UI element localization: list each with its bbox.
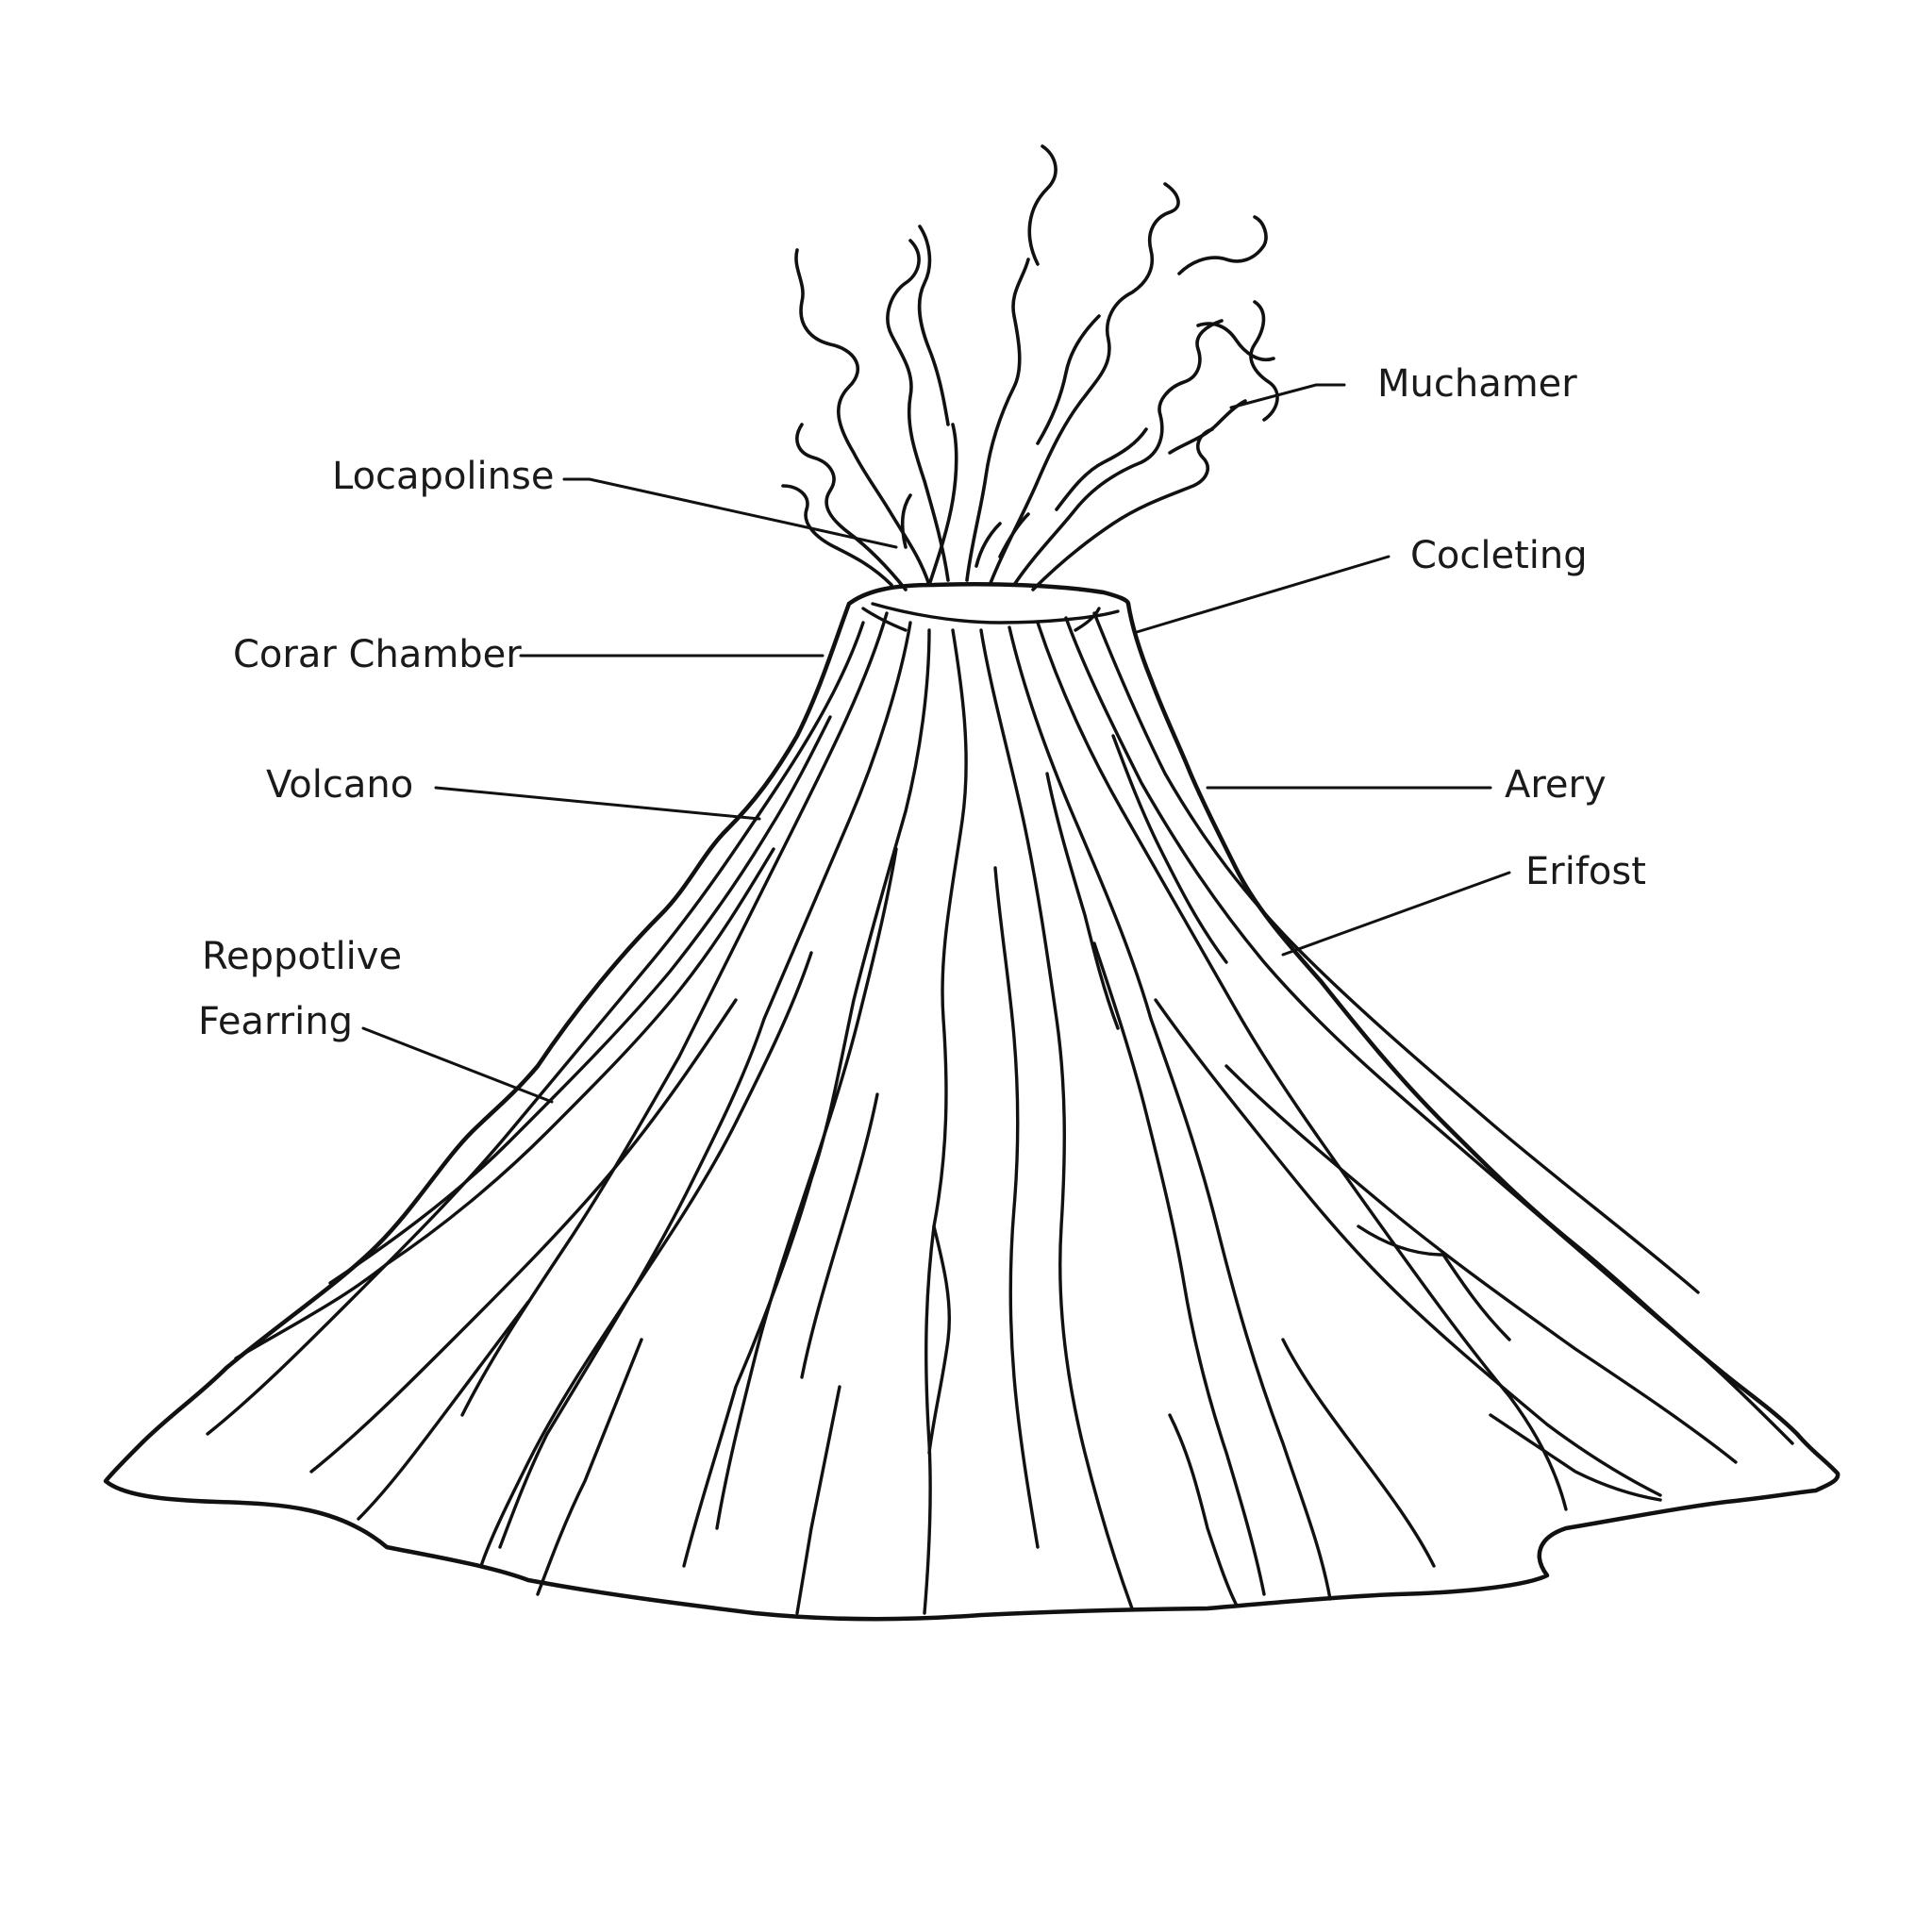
ridge-line (979, 628, 1134, 1610)
label-arery: Arery (1505, 763, 1607, 807)
leader-line-volcano (434, 786, 761, 821)
label-locapolinse: Locapolinse (332, 455, 554, 498)
ridge-line (1168, 1413, 1238, 1606)
volcano-outline (103, 601, 1840, 1622)
smoke-wisp (965, 258, 1030, 582)
leader-line-locapolinse (562, 477, 898, 549)
smoke-wisp (1012, 319, 1224, 587)
label-corar-chamber: Corar Chamber (233, 633, 522, 676)
smoke-wisp (1036, 314, 1101, 445)
label-cocleting: Cocleting (1410, 534, 1588, 577)
ridge-line (1045, 772, 1120, 1030)
smoke-wisp (794, 248, 931, 587)
leader-line-erifost (1281, 871, 1511, 957)
leader-line-muchamer (1229, 383, 1346, 409)
smoke-wisp (781, 484, 893, 587)
ridge-line (1064, 616, 1794, 1445)
smoke-wisp (1027, 144, 1058, 266)
smoke-wisp (989, 182, 1180, 585)
ridge-line (715, 847, 898, 1530)
label-muchamer: Muchamer (1377, 362, 1577, 406)
ridge-line (536, 1338, 643, 1596)
smoke-wisp (1055, 427, 1148, 511)
smoke-wisp (1177, 215, 1268, 275)
ridge-line (479, 951, 813, 1568)
ridge-line (800, 1092, 879, 1379)
smoke-wisp (795, 423, 908, 591)
label-volcano: Volcano (266, 763, 413, 807)
smoke-wisp (1168, 399, 1247, 455)
smoke-plume (781, 144, 1279, 591)
ridge-line (1489, 1413, 1662, 1502)
ridge-line (1154, 998, 1662, 1497)
ridge-line (682, 628, 931, 1568)
ridge-line (460, 611, 889, 1417)
smoke-wisp (998, 512, 1030, 558)
smoke-wisp (886, 239, 950, 582)
ridge-line (993, 866, 1040, 1549)
smoke-wisp (1249, 300, 1279, 422)
leader-line-cocleting (1135, 555, 1391, 634)
ridge-line (1111, 734, 1228, 964)
label-fearring: Fearring (198, 1000, 353, 1043)
ridge-line (1092, 611, 1700, 1294)
smoke-wisp (927, 423, 958, 587)
smoke-wisp (917, 225, 950, 426)
leader-lines (361, 383, 1511, 1104)
ridge-line (1357, 1224, 1511, 1341)
volcano-cone (103, 582, 1840, 1622)
ridge-line (923, 628, 968, 1615)
smoke-wisp (974, 522, 1002, 568)
ridge-line (795, 1385, 841, 1615)
leader-line-fearring (361, 1026, 554, 1104)
smoke-wisp (1196, 322, 1275, 361)
slope-ridges (206, 611, 1794, 1615)
ridge-line (1092, 941, 1266, 1596)
labels: Muchamer Locapolinse Cocleting Corar Cha… (198, 362, 1646, 1043)
ridge-line (309, 998, 738, 1474)
ridge-line (1281, 1338, 1436, 1568)
crater-inner-lip (871, 602, 1120, 625)
ridge-line (206, 621, 865, 1436)
ridge-line (1036, 621, 1568, 1511)
label-erifost: Erifost (1525, 850, 1646, 893)
ridge-line (357, 1300, 530, 1521)
label-reppotlive: Reppotlive (202, 935, 402, 978)
ridge-line (328, 715, 832, 1285)
ridge-line (927, 1224, 952, 1455)
crater-lip-mark (1074, 607, 1101, 632)
crater-rim (846, 582, 1131, 607)
smoke-wisp (900, 493, 912, 549)
ridge-line (1008, 625, 1332, 1601)
smoke-wisp (1031, 427, 1214, 591)
ridge-line (498, 621, 912, 1549)
ridge-line (1224, 1064, 1738, 1464)
ridge-line (234, 847, 775, 1360)
